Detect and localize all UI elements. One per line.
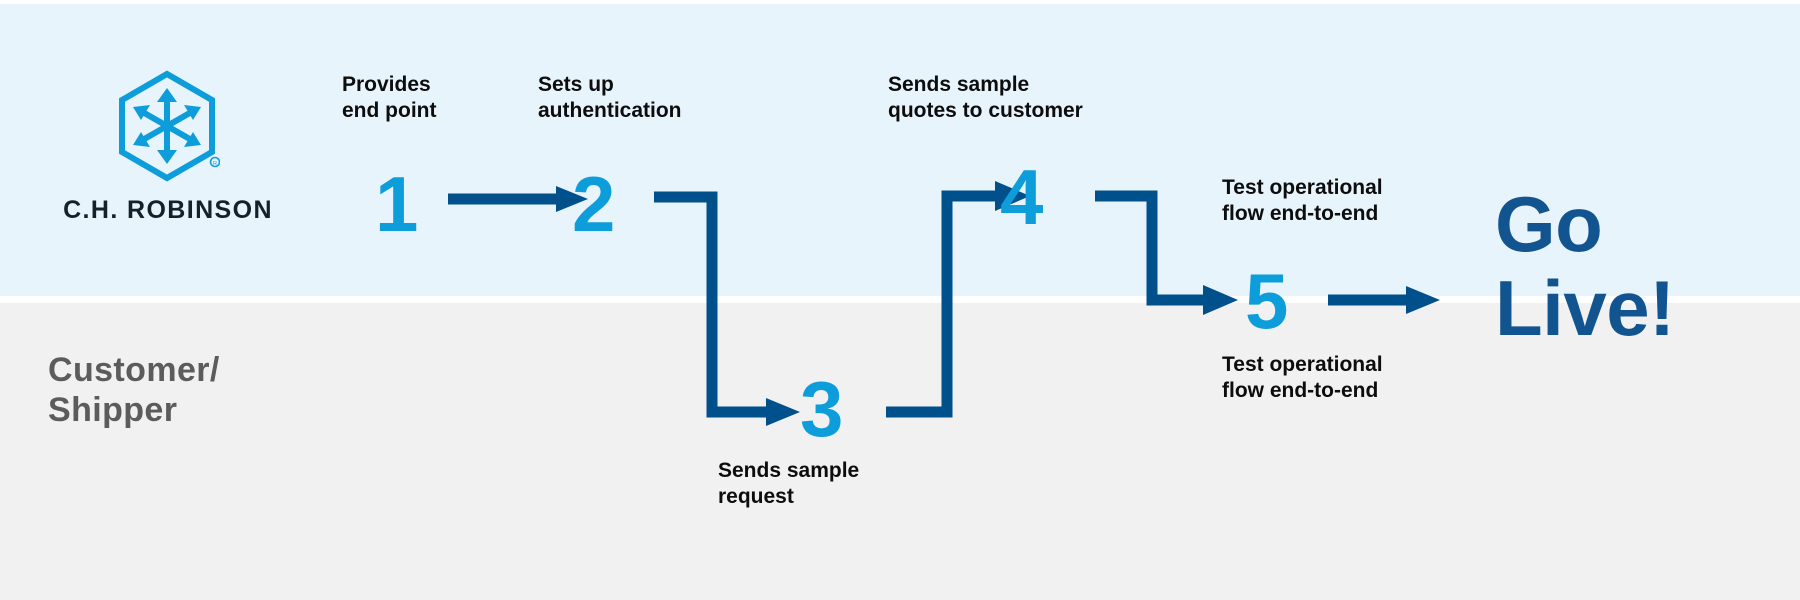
svg-text:R: R [213, 161, 217, 167]
caption-step-2: Sets up authentication [538, 73, 682, 123]
step-number-2: 2 [572, 160, 616, 248]
brand-logo-block: R C.H. ROBINSON [48, 70, 288, 225]
step-number-4: 4 [1000, 153, 1044, 241]
lane-label-customer: Customer/ Shipper [48, 351, 220, 430]
step-number-1: 1 [375, 160, 419, 248]
caption-step-5-below: Test operational flow end-to-end [1222, 353, 1383, 403]
brand-wordmark: C.H. ROBINSON [63, 196, 273, 224]
caption-step-5-above: Test operational flow end-to-end [1222, 176, 1383, 226]
step-number-5: 5 [1245, 257, 1289, 345]
step-number-3: 3 [800, 365, 844, 453]
caption-step-4: Sends sample quotes to customer [888, 73, 1083, 123]
caption-step-1: Provides end point [342, 73, 437, 123]
go-live-callout: Go Live! [1495, 180, 1675, 353]
hexagon-arrows-logo-icon: R [119, 70, 220, 182]
caption-step-3: Sends sample request [718, 459, 860, 509]
